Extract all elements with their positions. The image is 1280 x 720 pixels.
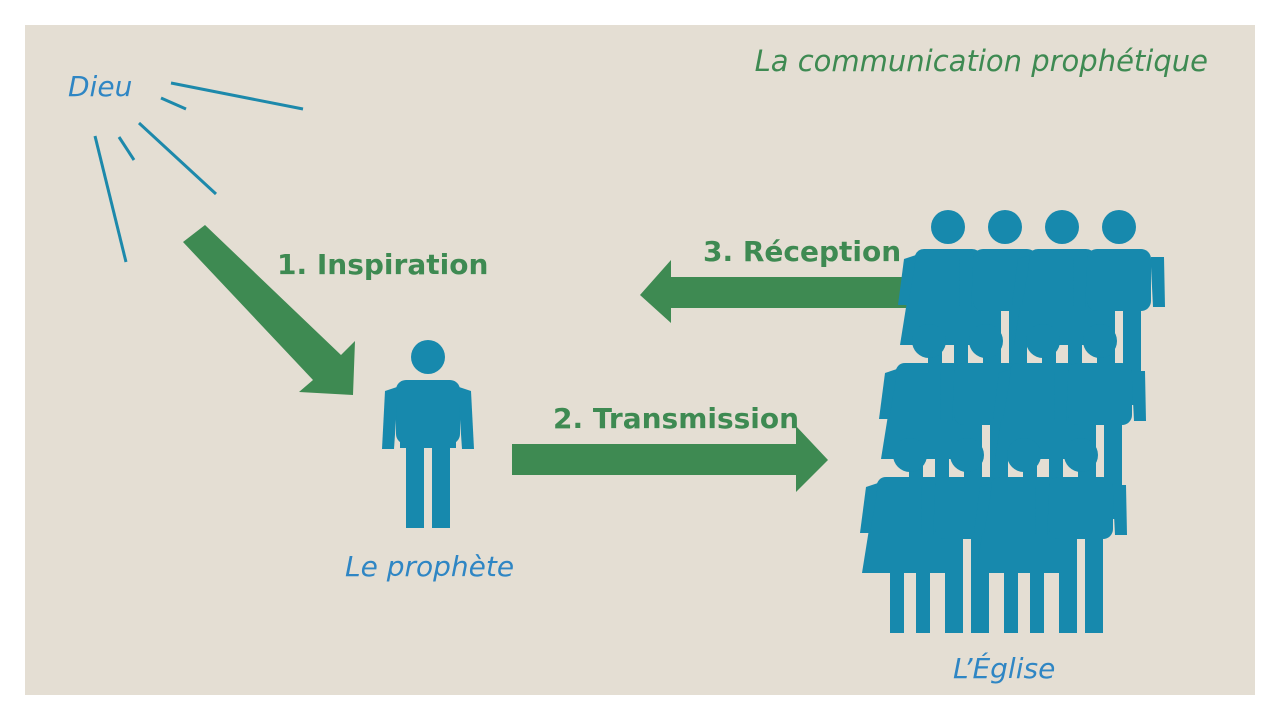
prophet-figure [382, 340, 474, 528]
church-label: L’Église [953, 651, 1055, 685]
ray-line [117, 136, 136, 161]
reception-arrow [640, 260, 909, 323]
prophet-right-arm [459, 387, 474, 449]
ray-line [93, 135, 128, 263]
prophet-right-leg [432, 440, 450, 528]
slide: La communication prophétique Dieu 1. Ins… [25, 25, 1255, 695]
inspiration-arrow [183, 225, 355, 395]
prophet-label: Le prophète [345, 550, 514, 583]
reception-step-label: 3. Réception [703, 235, 901, 268]
prophet-left-leg [406, 440, 424, 528]
inspiration-step-label: 1. Inspiration [277, 248, 488, 281]
church-crowd [860, 210, 1165, 633]
divine-rays [93, 81, 304, 263]
diagram-title: La communication prophétique [755, 44, 1208, 78]
god-label: Dieu [68, 70, 132, 103]
prophet-head [411, 340, 445, 374]
prophet-left-arm [382, 387, 397, 449]
transmission-arrow [512, 426, 828, 492]
transmission-step-label: 2. Transmission [553, 402, 799, 435]
ray-line [137, 121, 218, 196]
prophetic-communication-diagram: La communication prophétique Dieu 1. Ins… [68, 44, 1208, 685]
ray-line [160, 96, 187, 111]
ray-line [170, 81, 304, 111]
